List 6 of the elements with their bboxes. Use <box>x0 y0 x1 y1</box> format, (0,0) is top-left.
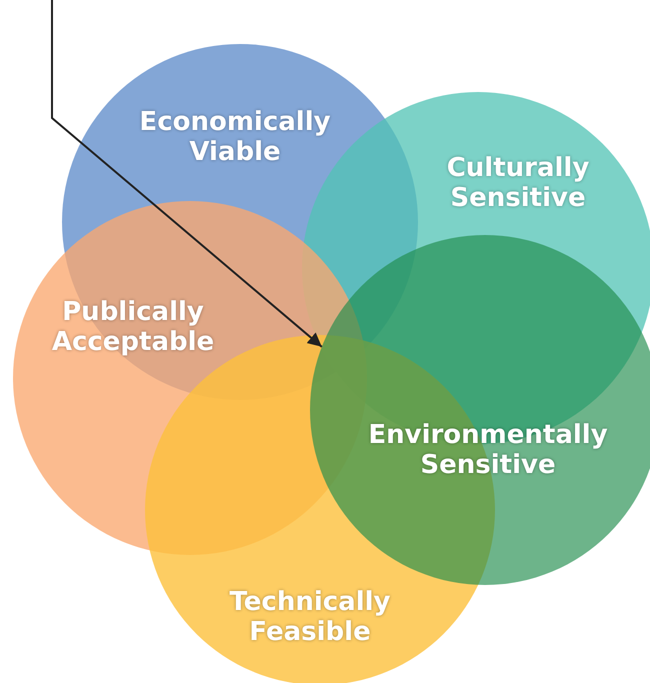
leader-line <box>51 0 322 348</box>
circle-label: Economically Viable <box>139 107 331 167</box>
circle-label: Publically Acceptable <box>52 297 214 357</box>
circle-label: Environmentally Sensitive <box>368 420 608 480</box>
circle-label: Technically Feasible <box>230 587 390 647</box>
circle-label: Culturally Sensitive <box>446 153 590 213</box>
